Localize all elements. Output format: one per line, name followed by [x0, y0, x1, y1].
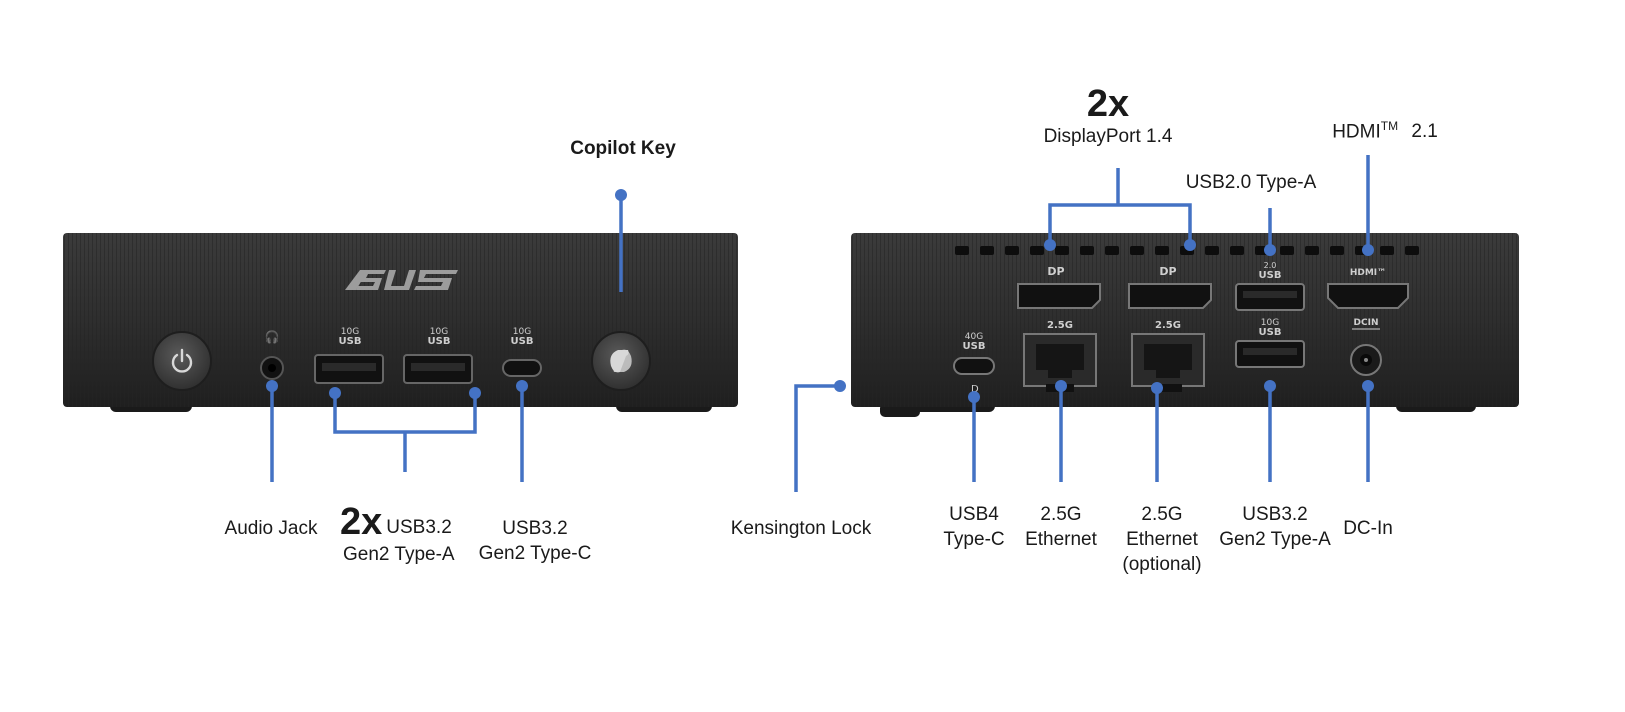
asus-logo [345, 270, 458, 290]
front-leaders [270, 195, 623, 482]
svg-text:DP: DP [1159, 265, 1176, 278]
usb4-line1: USB4 [949, 504, 999, 525]
copilot-button [591, 331, 651, 391]
eth2-line3: (optional) [1122, 554, 1202, 575]
svg-text:10G: 10G [1261, 318, 1279, 328]
eth2-line2: Ethernet [1126, 529, 1198, 550]
kensington-label: Kensington Lock [730, 518, 872, 539]
svg-text:USB: USB [428, 336, 451, 347]
hdmi-label: HDMITM 2.1 [1320, 114, 1450, 144]
svg-text:2.5G: 2.5G [1155, 320, 1181, 331]
front-usb-c: 10G USB [502, 327, 542, 377]
svg-text:HDMI™: HDMI™ [1350, 268, 1386, 278]
svg-text:2.5G: 2.5G [1047, 320, 1073, 331]
rear-usb2: 2.0 USB [1235, 261, 1305, 311]
usb32-rear-label: USB3.2 Gen2 Type-A [1210, 502, 1340, 552]
svg-text:USB: USB [511, 336, 534, 347]
svg-text:10G: 10G [341, 327, 359, 337]
usb32-line1: USB3.2 [1242, 504, 1308, 525]
hdmi-tm: TM [1380, 119, 1399, 133]
svg-text:40G: 40G [965, 332, 983, 342]
usb-a-count: 2x [340, 501, 383, 543]
usb4-line2: Type-C [943, 529, 1005, 550]
front-usb-a-1: 10G USB [314, 327, 384, 384]
svg-text:DCIN: DCIN [1354, 318, 1379, 328]
rear-hdmi: HDMI™ [1327, 268, 1409, 309]
rear-unit: DP DP 2.0 USB HDMI™ 40G USB D 2.5G [851, 233, 1519, 417]
copilot-icon [610, 349, 632, 373]
usb-c-line2: Gen2 Type-C [478, 543, 592, 564]
headset-icon: 🎧 [265, 330, 280, 344]
eth1-line2: Ethernet [1025, 529, 1097, 550]
eth2-label: 2.5G Ethernet (optional) [1107, 502, 1217, 577]
dp-count: 2x [1086, 83, 1130, 125]
rear-usb4: 40G USB D [953, 332, 995, 395]
copilot-key-label: Copilot Key [570, 138, 676, 159]
usb-c-line1: USB3.2 [502, 518, 568, 539]
svg-text:USB: USB [1259, 327, 1282, 338]
svg-text:USB: USB [1259, 270, 1282, 281]
usb32-line2: Gen2 Type-A [1219, 529, 1331, 550]
front-leader-dots [266, 189, 627, 399]
rear-leaders [794, 155, 1370, 492]
rear-ethernet-2: 2.5G [1131, 320, 1205, 392]
svg-text:DP: DP [1047, 265, 1064, 278]
usb-c-front-label: USB3.2 Gen2 Type-C [470, 516, 600, 566]
power-button [152, 331, 212, 391]
dp-text: DisplayPort 1.4 [1043, 126, 1173, 147]
usb-a-line1: USB3.2 [386, 517, 452, 538]
audio-jack-port: 🎧 [260, 330, 284, 380]
svg-text:10G: 10G [513, 327, 531, 337]
rear-dcin: DCIN [1350, 318, 1382, 376]
usb2-label: USB2.0 Type-A [1185, 172, 1317, 193]
rear-usb32: 10G USB [1235, 318, 1305, 368]
hdmi-version: 2.1 [1411, 121, 1438, 143]
audio-jack-label: Audio Jack [224, 518, 318, 539]
displayport-label: 2x DisplayPort 1.4 [1008, 84, 1208, 149]
usb4-label: USB4 Type-C [924, 502, 1024, 552]
front-unit: 🎧 10G USB 10G USB 10G USB [63, 233, 738, 412]
svg-text:10G: 10G [430, 327, 448, 337]
usb-a-line2: Gen2 Type-A [343, 544, 455, 565]
svg-text:USB: USB [963, 341, 986, 352]
dcin-label: DC-In [1343, 518, 1393, 539]
eth2-line1: 2.5G [1141, 504, 1183, 525]
hdmi-name: HDMI [1332, 121, 1381, 143]
svg-text:2.0: 2.0 [1264, 261, 1277, 270]
usb-a-front-label: 2x USB3.2 Gen2 Type-A [340, 502, 500, 567]
rear-dp-2: DP [1128, 265, 1212, 309]
rear-dp-1: DP [1017, 265, 1101, 309]
front-usb-a-2: 10G USB [403, 327, 473, 384]
svg-text:USB: USB [339, 336, 362, 347]
svg-text:D: D [971, 384, 979, 395]
power-icon [171, 348, 193, 373]
eth1-label: 2.5G Ethernet [1011, 502, 1111, 552]
eth1-line1: 2.5G [1040, 504, 1082, 525]
rear-leader-dots [834, 239, 1374, 403]
